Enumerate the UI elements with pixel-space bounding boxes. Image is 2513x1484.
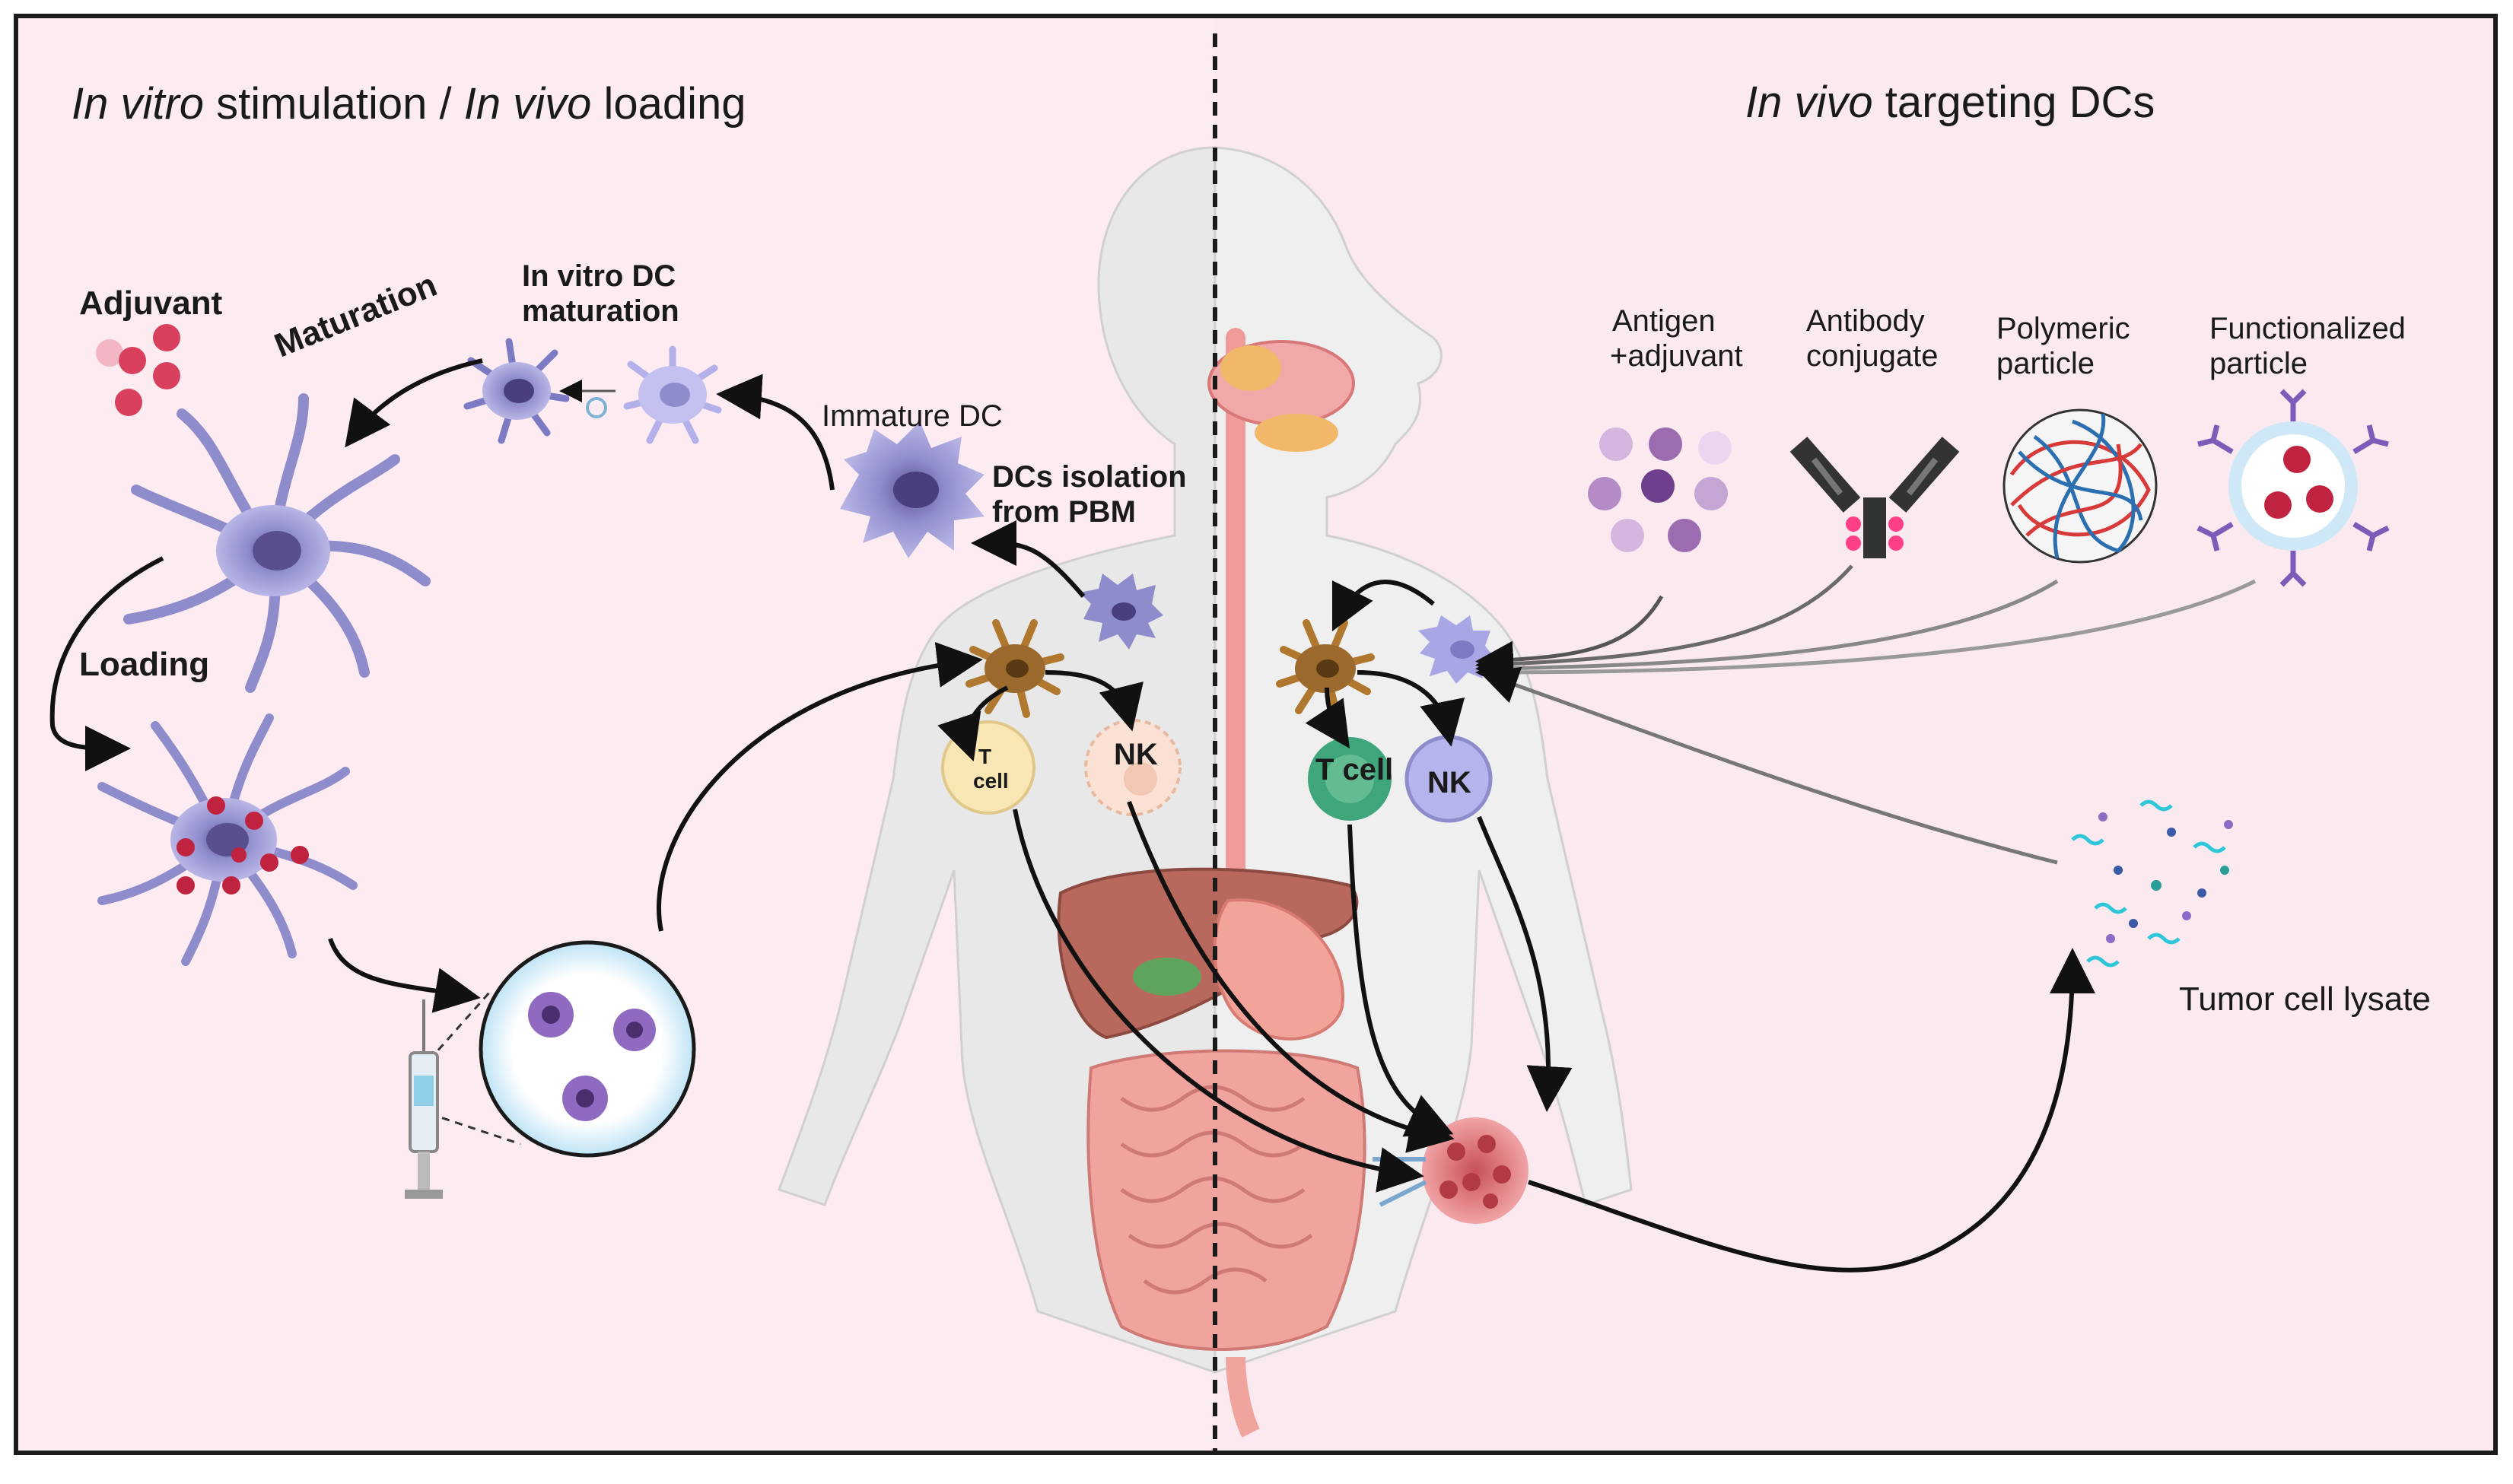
activated-dc-left: [965, 619, 1064, 718]
tumor-lysate-fragments: [2071, 799, 2233, 968]
dcs-isolation-label-line2: from PBM: [992, 495, 1136, 529]
antigen-label-line2: +adjuvant: [1610, 339, 1743, 373]
injection-bubble: [428, 940, 696, 1158]
antigen-adjuvant-particles: [1588, 427, 1732, 552]
functionalized-label-line1: Functionalized: [2209, 312, 2406, 345]
adjuvant-particles: [96, 324, 180, 416]
loading-label: Loading: [79, 646, 210, 683]
antigen-label-line1: Antigen: [1612, 304, 1716, 338]
loaded-dc-cell: [97, 713, 358, 966]
diagram-canvas: [49, 18, 2493, 1451]
antibody-label-line1: Antibody: [1806, 304, 1925, 338]
dcs-isolation-label-line1: DCs isolation: [992, 460, 1187, 494]
immature-dc-label: Immature DC: [822, 399, 1003, 433]
functionalized-particle-icon: [2196, 389, 2390, 587]
targeting-arrows: [1475, 564, 2257, 865]
syringe-icon: [405, 999, 443, 1199]
figure-frame: In vitro stimulation / In vivo loading I…: [14, 14, 2498, 1455]
t-cell-right-label: T cell: [1315, 753, 1394, 786]
in-vitro-dc-label-line1: In vitro DC: [522, 259, 676, 293]
t-cell-right: [1308, 737, 1392, 821]
functionalized-label-line2: particle: [2209, 347, 2308, 380]
left-title: In vitro stimulation / In vivo loading: [72, 79, 746, 129]
right-title: In vivo targeting DCs: [1745, 78, 2155, 127]
t-cell-left-label-line2: cell: [973, 769, 1009, 793]
nk-right-label: NK: [1427, 766, 1471, 799]
nk-left-label: NK: [1114, 738, 1158, 771]
t-cell-left-label-line1: T: [978, 745, 992, 768]
tumor-lysate-label: Tumor cell lysate: [2179, 980, 2431, 1018]
blood-dc-cell: [1080, 574, 1163, 650]
antibody-conjugate-icon: [1789, 437, 1960, 558]
flow-arrows: [49, 358, 2095, 1273]
targeted-dc-right: [1418, 615, 1494, 684]
immature-dc-cell: [840, 421, 985, 558]
in-vitro-dc-label-line2: maturation: [522, 294, 679, 328]
antibody-label-line2: conjugate: [1806, 339, 1939, 373]
adjuvant-label: Adjuvant: [79, 284, 223, 322]
polymeric-label-line2: particle: [1996, 347, 2095, 380]
polymeric-label-line1: Polymeric: [1996, 312, 2130, 345]
in-vitro-dc-cells: [463, 338, 722, 444]
nk-cell-left: [1084, 719, 1182, 816]
mature-dc-cell: [123, 393, 431, 693]
polymeric-particle-icon: [2002, 408, 2158, 564]
